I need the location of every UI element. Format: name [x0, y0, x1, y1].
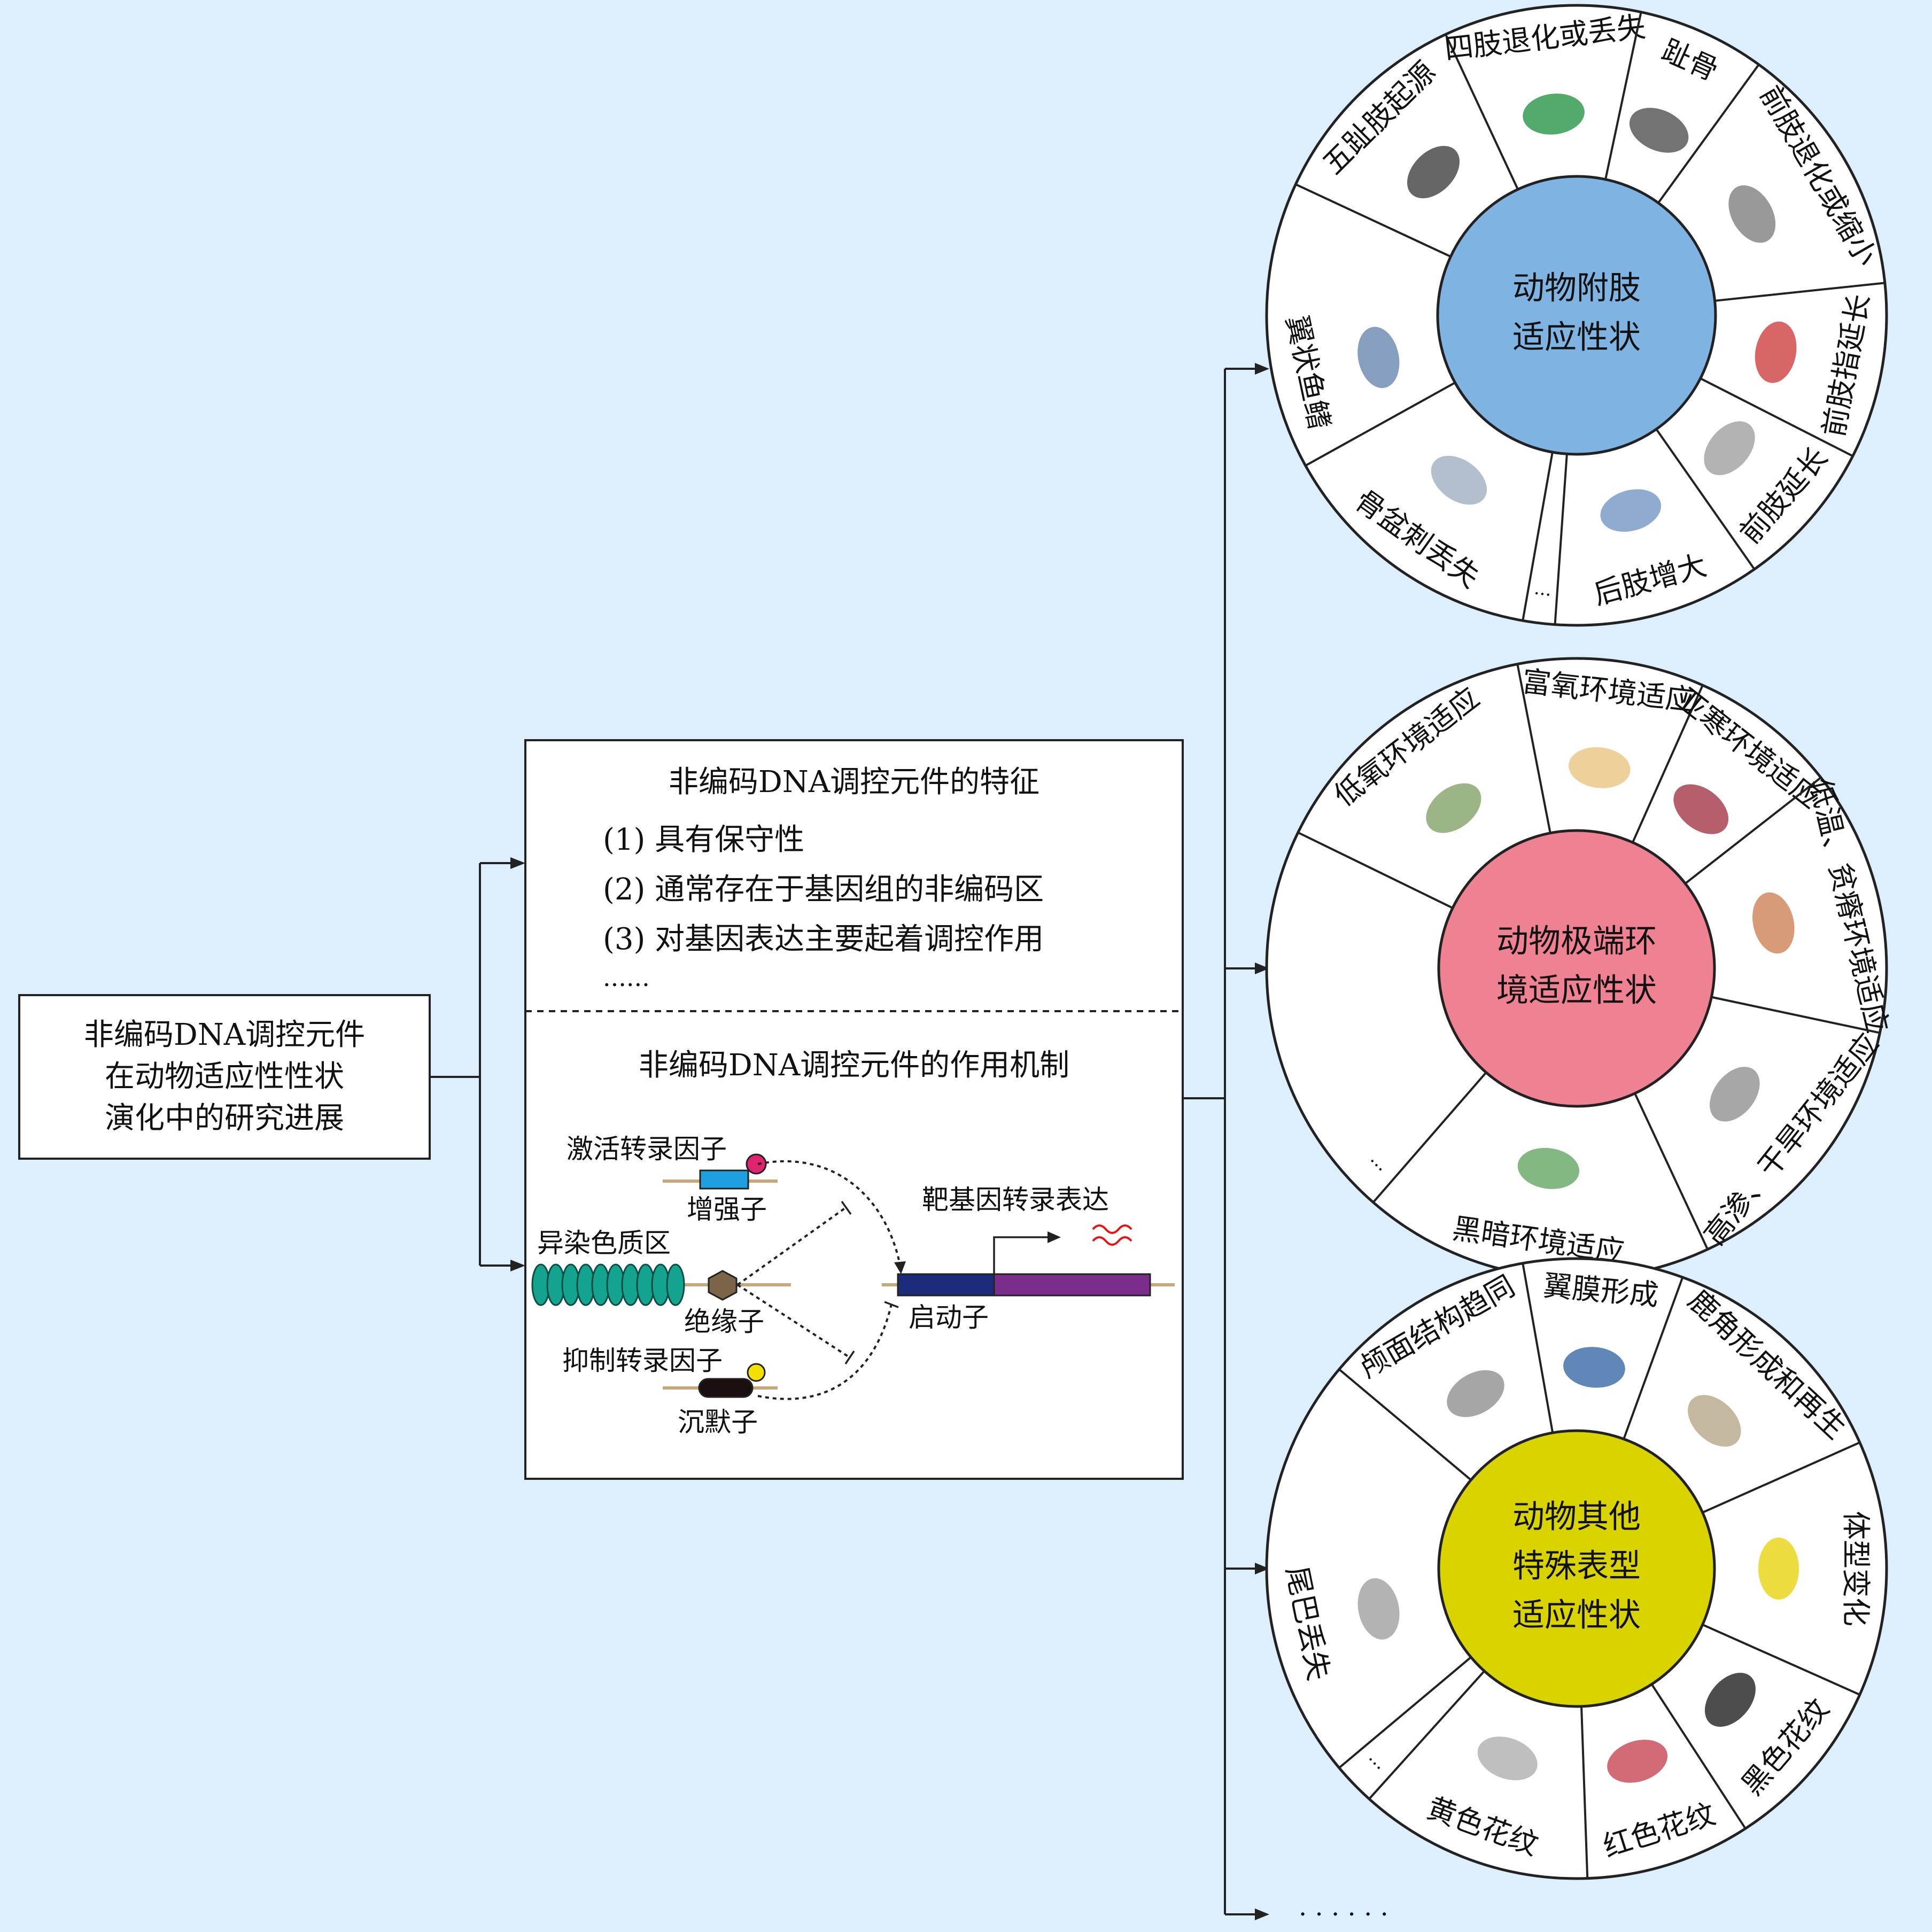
- mechanism-heading: 非编码DNA调控元件的作用机制: [639, 1048, 1069, 1083]
- wheel-center-label: 动物其他: [1512, 1499, 1641, 1536]
- wheel-center-label: 动物极端环: [1496, 923, 1657, 960]
- wheel-divider: [1372, 1072, 1487, 1204]
- activator-circle: [746, 1153, 767, 1175]
- wheel-divider: [1368, 1670, 1485, 1800]
- wheel-divider: [1604, 12, 1642, 180]
- feature-item: (3) 对基因表达主要起着调控作用: [603, 922, 1044, 957]
- wheel-divider: [1711, 996, 1880, 1034]
- wheel-divider: [1554, 454, 1568, 625]
- title-box: 非编码DNA调控元件 在动物适应性性状 演化中的研究进展: [18, 994, 431, 1160]
- wheel-divider: [1650, 1683, 1747, 1829]
- right-connectors: · · · · · ·: [1183, 363, 1388, 1929]
- promoter-label: 启动子: [909, 1302, 989, 1333]
- wheel-divider: [1522, 1263, 1554, 1433]
- animal-illustration-icon: [1407, 145, 1460, 199]
- wheel-divider: [1634, 1092, 1709, 1250]
- wheel-divider: [1655, 428, 1756, 570]
- animal-illustration-icon: [1523, 94, 1585, 135]
- animal-illustration-icon: [1569, 747, 1631, 788]
- wheel-center-disc: [1436, 175, 1717, 456]
- trailing-ellipsis: · · · · · ·: [1299, 1899, 1388, 1929]
- wheel-divider: [1714, 282, 1886, 302]
- silencer-box: [698, 1378, 754, 1398]
- wheel-divider: [1297, 831, 1453, 909]
- wheel-3: 颅面结构趋同翼膜形成鹿角形成和再生体型变化黑色花纹红色花纹黄色花纹...尾巴丢失…: [1265, 1257, 1888, 1880]
- insulator-label: 绝缘子: [684, 1306, 764, 1337]
- wheel-divider: [1338, 1368, 1472, 1481]
- feature-ellipsis: ......: [603, 963, 650, 992]
- wheel-center-label: 适应性状: [1512, 1597, 1641, 1634]
- wheel-divider: [1702, 1624, 1860, 1696]
- wheel-divider: [1685, 777, 1822, 884]
- title-line-3: 演化中的研究进展: [105, 1101, 344, 1136]
- wheel-divider: [1623, 1277, 1684, 1440]
- animal-illustration-icon: [1426, 783, 1481, 833]
- animal-illustration-icon: [1600, 489, 1662, 532]
- animal-illustration-icon: [1357, 1578, 1400, 1640]
- heterochromatin-label: 异染色质区: [537, 1228, 671, 1259]
- wheel-sector-label: ...: [1533, 577, 1553, 601]
- mrna-squiggle: [1092, 1224, 1132, 1246]
- promoter-box: [897, 1273, 995, 1297]
- wheel-divider: [1580, 1706, 1589, 1879]
- wheel-center-disc: [1437, 829, 1716, 1108]
- animal-illustration-icon: [1431, 455, 1487, 505]
- wheel-center-disc: [1437, 1429, 1716, 1708]
- wheel-divider: [1700, 377, 1853, 457]
- animal-illustration-icon: [1688, 1395, 1741, 1447]
- wheel-divider: [1305, 382, 1456, 467]
- wheel-divider: [1445, 34, 1519, 190]
- animal-illustration-icon: [1704, 421, 1755, 476]
- wheel-divider: [1338, 1656, 1472, 1769]
- wheel-divider: [1522, 452, 1554, 621]
- target-label: 靶基因转录表达: [922, 1184, 1109, 1215]
- features-heading: 非编码DNA调控元件的特征: [669, 765, 1039, 800]
- wheel-2: 低氧环境适应富氧环境适应亚寒环境适应低温、贫瘠环境适应高渗、干旱环境适应黑暗环境…: [1265, 657, 1894, 1280]
- animal-illustration-icon: [1728, 185, 1776, 243]
- animal-illustration-icon: [1563, 1347, 1625, 1388]
- silencer-label: 沉默子: [678, 1407, 758, 1438]
- animal-illustration-icon: [1704, 1672, 1756, 1727]
- title-line-2: 在动物适应性性状: [105, 1059, 344, 1094]
- animal-illustration-icon: [1752, 892, 1795, 954]
- wheel-divider: [1516, 664, 1551, 834]
- animal-illustration-icon: [1629, 107, 1689, 153]
- wheel-center-label: 特殊表型: [1512, 1548, 1641, 1585]
- wheel-divider: [1657, 64, 1760, 204]
- wheel-center-label: 动物附肢: [1512, 270, 1641, 307]
- feature-item: (2) 通常存在于基因组的非编码区: [603, 872, 1044, 907]
- wheel-center-label: 适应性状: [1512, 319, 1641, 356]
- wheel-divider: [1632, 685, 1704, 843]
- wheel-divider: [1702, 1441, 1860, 1514]
- heterochromatin-beads: [531, 1263, 685, 1306]
- animal-illustration-icon: [1758, 1538, 1799, 1600]
- animal-illustration-icon: [1607, 1740, 1668, 1783]
- repressor-label: 抑制转录因子: [562, 1345, 723, 1376]
- animal-illustration-icon: [1710, 1067, 1760, 1122]
- animal-illustration-icon: [1517, 1147, 1580, 1189]
- activator-label: 激活转录因子: [567, 1134, 727, 1165]
- wheel-1: 五趾肢起源四肢退化或丢失趾骨前肢退化或缩小前肢指延长前肢延长后肢增大...骨盆刺…: [1265, 4, 1888, 627]
- wheel-sector-label: 体型变化: [1839, 1511, 1873, 1626]
- animal-illustration-icon: [1673, 784, 1729, 834]
- animal-illustration-icon: [1447, 1370, 1504, 1417]
- wheel-divider: [1295, 183, 1452, 258]
- animal-illustration-icon: [1357, 327, 1400, 389]
- enhancer-box: [699, 1169, 749, 1190]
- left-connectors: [430, 857, 525, 1271]
- feature-item: (1) 具有保守性: [603, 823, 804, 857]
- middle-box: 非编码DNA调控元件的特征 (1) 具有保守性 (2) 通常存在于基因组的非编码…: [524, 739, 1184, 1480]
- target-gene-box: [993, 1273, 1151, 1297]
- repressor-circle: [747, 1363, 766, 1382]
- animal-illustration-icon: [1755, 321, 1797, 383]
- enhancer-label: 增强子: [687, 1194, 767, 1225]
- insulator-hexagon: [708, 1270, 738, 1301]
- title-line-1: 非编码DNA调控元件: [84, 1018, 365, 1052]
- wheel-center-label: 境适应性状: [1496, 972, 1657, 1010]
- animal-illustration-icon: [1477, 1736, 1538, 1781]
- mechanism-diagram: 激活转录因子 增强子 异染色质区 绝缘子: [531, 1134, 1175, 1438]
